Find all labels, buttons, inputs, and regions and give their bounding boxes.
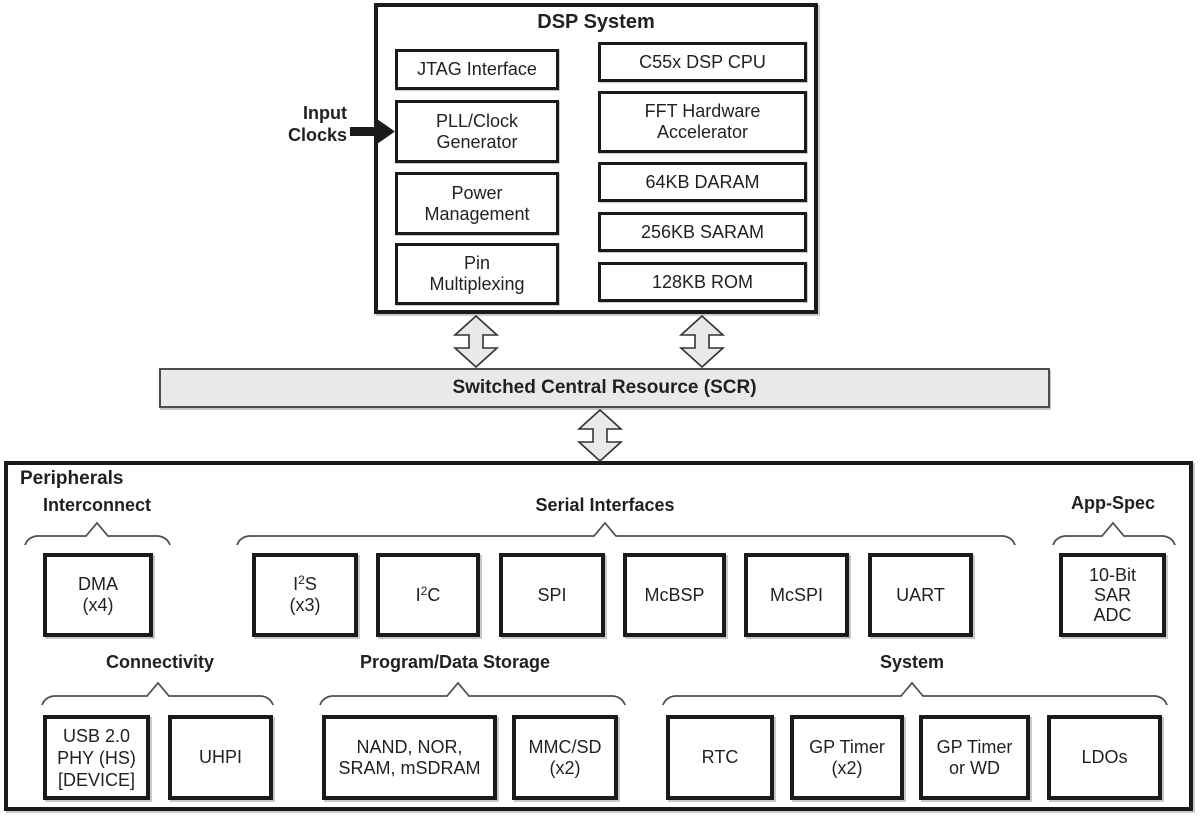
- box-jtag-interface: JTAG Interface: [395, 49, 559, 90]
- box-nand-nor-sram-msdram: NAND, NOR, SRAM, mSDRAM: [322, 715, 497, 800]
- box-rtc: RTC: [666, 715, 774, 800]
- box-power-management: Power Management: [395, 172, 559, 235]
- box-fft-hardware-accelerator: FFT Hardware Accelerator: [598, 91, 807, 153]
- box-mmc-sd: MMC/SD (x2): [512, 715, 618, 800]
- box-i2s: I2S (x3): [252, 553, 358, 637]
- group-label-app-spec: App-Spec: [1070, 493, 1155, 513]
- box-ldos: LDOs: [1047, 715, 1162, 800]
- group-label-connectivity: Connectivity: [105, 652, 215, 672]
- box-64kb-daram: 64KB DARAM: [598, 162, 807, 202]
- box-pin-multiplexing: Pin Multiplexing: [395, 243, 559, 305]
- group-label-interconnect: Interconnect: [42, 495, 152, 515]
- box-i2c: I2C: [376, 553, 480, 637]
- box-mcspi: McSPI: [744, 553, 849, 637]
- box-spi: SPI: [499, 553, 605, 637]
- group-label-program-data-storage: Program/Data Storage: [359, 652, 551, 672]
- box-256kb-saram: 256KB SARAM: [598, 212, 807, 252]
- box-uhpi: UHPI: [168, 715, 273, 800]
- group-label-system: System: [879, 652, 945, 672]
- group-label-serial-interfaces: Serial Interfaces: [535, 495, 675, 515]
- updown-arrow-icon: [452, 314, 500, 369]
- updown-arrow-icon: [678, 314, 726, 369]
- scr-label: Switched Central Resource (SCR): [452, 377, 757, 398]
- box-c55x-dsp-cpu: C55x DSP CPU: [598, 42, 807, 82]
- box-usb2-phy: USB 2.0 PHY (HS) [DEVICE]: [43, 715, 150, 800]
- box-gp-timer-or-wd: GP Timer or WD: [919, 715, 1030, 800]
- box-uart: UART: [868, 553, 973, 637]
- scr-bar: Switched Central Resource (SCR): [159, 368, 1050, 408]
- dsp-system-title: DSP System: [537, 11, 655, 33]
- box-10bit-sar-adc: 10-Bit SAR ADC: [1059, 553, 1166, 637]
- box-gp-timer-x2: GP Timer (x2): [790, 715, 904, 800]
- box-128kb-rom: 128KB ROM: [598, 262, 807, 302]
- box-pll-clock-generator: PLL/Clock Generator: [395, 100, 559, 163]
- peripherals-title: Peripherals: [20, 468, 124, 489]
- input-clocks-label: Input Clocks: [287, 103, 347, 145]
- updown-arrow-icon: [576, 408, 624, 463]
- box-dma: DMA (x4): [43, 553, 153, 637]
- box-mcbsp: McBSP: [623, 553, 726, 637]
